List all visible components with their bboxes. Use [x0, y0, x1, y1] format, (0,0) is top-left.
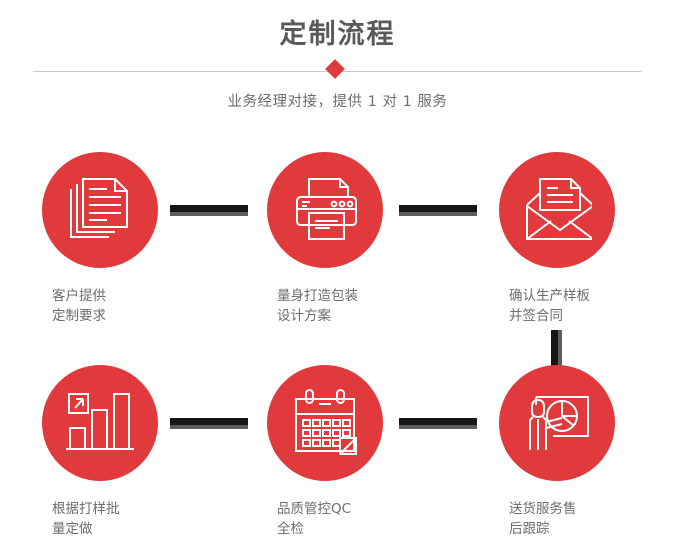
documents-icon [70, 178, 128, 238]
flow-step-4[interactable]: 根据打样批 量定做 [10, 365, 190, 539]
connector-bar [170, 418, 248, 425]
connector-shadow [170, 212, 248, 216]
connector-shadow [558, 330, 562, 366]
step-label: 确认生产样板 并签合同 [509, 288, 590, 324]
step-label: 送货服务售 后跟踪 [509, 501, 577, 537]
connector-shadow [399, 425, 477, 429]
page-header: 定制流程 业务经理对接，提供 1 对 1 服务 [0, 0, 675, 130]
connector-shadow [170, 425, 248, 429]
printer-icon [296, 178, 357, 240]
step-icon-circle[interactable] [267, 365, 383, 481]
calendar-icon [295, 389, 357, 455]
divider [33, 59, 642, 79]
diamond-icon [324, 59, 345, 79]
step-label: 根据打样批 量定做 [52, 501, 120, 537]
flow-step-5[interactable]: 品质管控QC 全检 [235, 365, 415, 539]
connector-shadow [399, 212, 477, 216]
step-label: 客户提供 定制要求 [52, 288, 106, 324]
step-icon-circle[interactable] [499, 365, 615, 481]
step-icon-circle[interactable] [267, 152, 383, 268]
step-icon-circle[interactable] [499, 152, 615, 268]
connector-step4-step5 [170, 418, 248, 429]
process-flow: 客户提供 定制要求 量身打造包装 设计方案 [0, 130, 675, 550]
flow-step-2[interactable]: 量身打造包装 设计方案 [235, 152, 415, 326]
connector-bar [399, 205, 477, 212]
step-icon-circle[interactable] [42, 365, 158, 481]
step-icon-circle[interactable] [42, 152, 158, 268]
page-title: 定制流程 [279, 19, 396, 50]
connector-step3-step6 [551, 330, 562, 366]
connector-bar [551, 330, 558, 366]
connector-step2-step3 [399, 205, 477, 216]
connector-step1-step2 [170, 205, 248, 216]
step-label: 品质管控QC 全检 [277, 501, 352, 537]
page-subtitle: 业务经理对接，提供 1 对 1 服务 [227, 94, 448, 110]
flow-step-3[interactable]: 确认生产样板 并签合同 [467, 152, 647, 326]
connector-bar [399, 418, 477, 425]
presentation-icon [529, 396, 589, 450]
connector-bar [170, 205, 248, 212]
connector-step5-step6 [399, 418, 477, 429]
flow-step-1[interactable]: 客户提供 定制要求 [10, 152, 190, 326]
step-label: 量身打造包装 设计方案 [277, 288, 358, 324]
flow-step-6[interactable]: 送货服务售 后跟踪 [467, 365, 647, 539]
bar-chart-icon [66, 393, 134, 450]
envelope-icon [526, 178, 592, 240]
